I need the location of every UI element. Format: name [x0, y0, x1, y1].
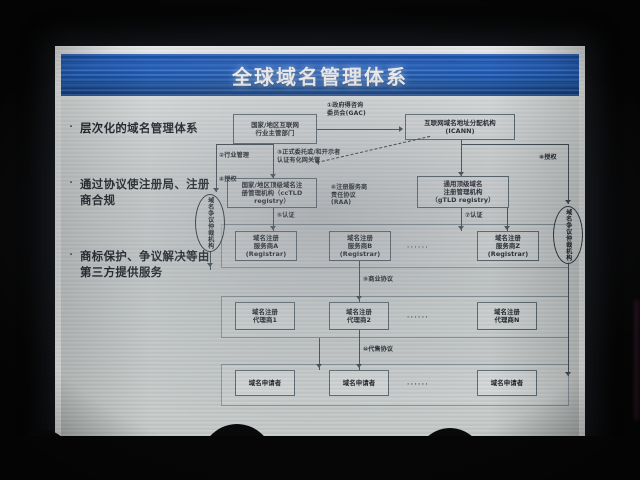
slide-title-bar: 全球域名管理体系: [61, 54, 579, 96]
bullet-dot-icon: ·: [69, 248, 74, 263]
box-applicant-1: 域名申请者: [235, 370, 295, 396]
bullet-text-1: 层次化的域名管理体系: [80, 121, 198, 135]
line-gov-down: [273, 144, 274, 178]
arrow-agent-to-applicant-2: [316, 364, 322, 368]
box-agent-n: 域名注册 代理商N: [477, 302, 537, 330]
line-gov-left-branch: [216, 144, 273, 145]
page-title: 全球域名管理体系: [232, 64, 408, 89]
arrow-cctld-down: [270, 226, 276, 230]
line-icann-to-gtld: [461, 140, 462, 176]
arrow-arb-right-down: [565, 372, 571, 376]
connector-label-7: ⑦认证: [465, 212, 483, 219]
box-applicant-3: 域名申请者: [477, 370, 537, 396]
arrow-arb-left-down: [207, 263, 213, 267]
bullet-dot-icon: ·: [69, 120, 74, 135]
bullet-item-2: · 通过协议使注册局、注册商合规: [69, 176, 217, 208]
box-registrar-b: 域名注册 服务商B (Registrar): [329, 231, 391, 261]
connector-label-6: ⑥注册服务商 责任协议 (RAA): [331, 184, 368, 207]
bullet-text-2: 通过协议使注册局、注册商合规: [80, 177, 210, 207]
arrow-agent-to-applicant: [356, 364, 362, 368]
box-registrar-a: 域名注册 服务商A (Registrar): [235, 231, 297, 261]
oval-arbitration-right: 域名争议仲裁机构: [553, 206, 583, 264]
bullet-item-1: · 层次化的域名管理体系: [69, 120, 217, 136]
arrow-gtld-down-2: [504, 226, 510, 230]
arrow-registrar-to-agent: [356, 296, 362, 300]
connector-label-10: ⑩代售协议: [363, 346, 394, 353]
domain-governance-diagram: 国家/地区互联网 行业主管部门 互联网域名地址分配机构 (ICANN) 国家/地…: [195, 100, 583, 438]
connector-label-3: ③正式委托或/和开示者 认证有化网关管: [277, 149, 341, 164]
arrow-gov-to-icann: [399, 126, 403, 132]
box-gtld-registry: 通用顶级域名 注册管理机构 （gTLD registry）: [417, 176, 509, 208]
arrow-gtld-down: [458, 226, 464, 230]
oval-arbitration-left: 域名争议仲裁机构: [195, 194, 225, 252]
screen-edge-glare: [635, 300, 638, 420]
bullet-dot-icon: ·: [69, 176, 74, 191]
box-registrar-z: 域名注册 服务商Z (Registrar): [477, 231, 539, 261]
applicant-ellipsis: ······: [407, 381, 430, 388]
line-arb-left-down: [210, 252, 211, 270]
arrow-to-arb-right: [565, 200, 571, 204]
box-applicant-2: 域名申请者: [329, 370, 389, 396]
line-to-arb-right: [568, 144, 569, 204]
box-agent-2: 域名注册 代理商2: [329, 302, 389, 330]
box-government-department: 国家/地区互联网 行业主管部门: [233, 114, 317, 144]
box-agent-1: 域名注册 代理商1: [235, 302, 295, 330]
slide-body: · 层次化的域名管理体系 · 通过协议使注册局、注册商合规 · 商标保护、争议解…: [61, 98, 583, 438]
line-gov-to-icann: [317, 129, 399, 130]
arrow-to-arb-left: [213, 188, 219, 192]
connector-label-9: ⑨商业协议: [363, 276, 394, 283]
line-icann-right-branch: [461, 144, 568, 145]
connector-label-4: ④授权: [219, 176, 237, 183]
projection-screen: 全球域名管理体系 · 层次化的域名管理体系 · 通过协议使注册局、注册商合规 ·…: [55, 46, 585, 446]
box-icann: 互联网域名地址分配机构 (ICANN): [405, 114, 515, 140]
registrar-ellipsis: ······: [407, 244, 430, 251]
bullet-item-3: · 商标保护、争议解决等由第三方提供服务: [69, 248, 217, 280]
line-arb-right-down: [568, 264, 569, 376]
audience-foreground: [0, 436, 640, 480]
connector-label-1: ①政府得咨询 委员会(GAC): [327, 102, 366, 117]
presentation-slide: 全球域名管理体系 · 层次化的域名管理体系 · 通过协议使注册局、注册商合规 ·…: [55, 46, 585, 446]
arrow-icann-to-gtld: [458, 172, 464, 176]
connector-label-8: ⑧授权: [539, 154, 557, 161]
agent-ellipsis: ······: [407, 314, 430, 321]
connector-label-5: ⑤认证: [277, 212, 295, 219]
connector-label-2: ②行业管理: [219, 152, 250, 159]
bullet-text-3: 商标保护、争议解决等由第三方提供服务: [80, 249, 210, 279]
arrow-gov-down: [270, 174, 276, 178]
line-gov-to-arb-left: [216, 144, 217, 192]
